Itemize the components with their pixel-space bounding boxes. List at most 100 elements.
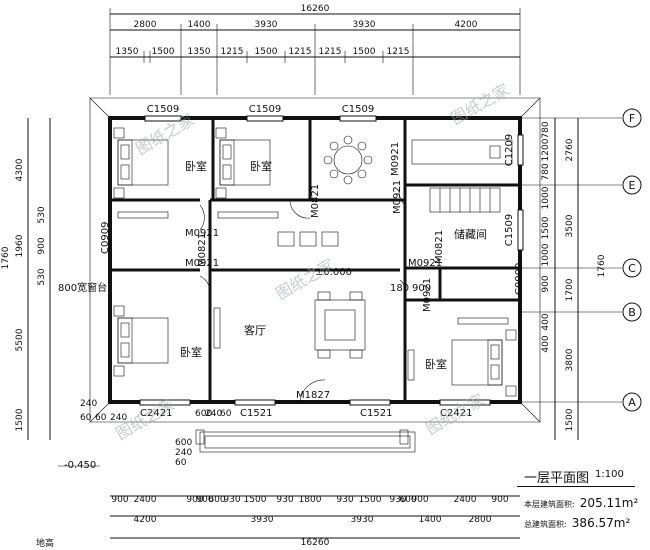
small-dim: 60 xyxy=(220,409,232,419)
door-labels: M0921 M0921 M0821 M0921 M0921 M0921 M082… xyxy=(185,142,445,401)
drawing-scale: 1:100 xyxy=(595,469,624,480)
door-label: M0921 xyxy=(185,228,219,239)
left-dim: 5500 xyxy=(15,328,25,351)
bottom-dim: 2400 xyxy=(134,495,157,505)
bottom-row2: 4200 3930 3930 1400 2800 16260 xyxy=(134,515,492,548)
note-180: 180 xyxy=(390,283,409,294)
watermark: 图纸之家 xyxy=(273,255,338,303)
bottom-total-dim: 16260 xyxy=(301,538,330,548)
bottom-dim: 1400 xyxy=(419,515,442,525)
top-dim: 1215 xyxy=(387,47,410,57)
room-label: 卧室 xyxy=(425,357,447,371)
small-dim: 600 xyxy=(175,438,192,448)
small-dim: 600 xyxy=(195,409,212,419)
room-label: 卧室 xyxy=(180,345,202,359)
window-label: C0909 xyxy=(514,263,525,295)
door-label: M1827 xyxy=(296,390,330,401)
top-dim: 1400 xyxy=(188,20,211,30)
window-label: C2421 xyxy=(440,408,472,419)
right-windows: C1209 C1509 xyxy=(504,134,524,251)
room-label: 卧室 xyxy=(250,159,272,173)
watermark: 图纸之家 xyxy=(448,80,513,128)
right-dim: 780 xyxy=(541,163,551,180)
right-dim: 780 xyxy=(541,121,551,138)
door-label: M0921 xyxy=(422,278,433,312)
interior-walls xyxy=(110,118,520,402)
top-dim: 2800 xyxy=(134,20,157,30)
bottom-dim: 900 xyxy=(111,495,128,505)
right-dim: 1500 xyxy=(565,408,575,431)
bottom-dim: 930 xyxy=(223,495,240,505)
axis-bubbles: F E C B A xyxy=(520,108,642,412)
bed-top-middle xyxy=(215,127,279,219)
door-label: M0921 xyxy=(408,258,442,269)
tv-cabinet xyxy=(213,307,415,381)
kitchen-counter xyxy=(411,139,513,165)
bottom-dimensions xyxy=(110,495,520,539)
floor-area-row: 本层建筑面积: 205.11m² xyxy=(524,492,638,511)
top-dim: 1500 xyxy=(152,47,175,57)
left-dim: 1960 xyxy=(15,234,25,257)
watermark: 图纸之家 xyxy=(423,390,488,438)
window-label: C1509 xyxy=(504,214,515,246)
window-label: C1509 xyxy=(249,104,281,115)
axis-label: E xyxy=(629,179,636,192)
right-dim: 2760 xyxy=(565,138,575,161)
top-dim: 3930 xyxy=(353,20,376,30)
staircase xyxy=(429,187,501,213)
right-dim: 1700 xyxy=(565,278,575,301)
title-divider xyxy=(517,486,635,487)
bottom-dim: 3930 xyxy=(351,515,374,525)
room-label: 储藏间 xyxy=(454,227,487,241)
bottom-dim: 1800 xyxy=(299,495,322,505)
right-dimensions: 780 1200 780 2760 1000 1500 1000 3500 90… xyxy=(541,118,607,440)
total-area-label: 总建筑面积: xyxy=(524,520,567,529)
floor-level: ±0.000 xyxy=(315,267,352,278)
left-dim: 4300 xyxy=(15,158,25,181)
right-dim: 3500 xyxy=(565,214,575,237)
total-area-row: 总建筑面积: 386.57m² xyxy=(524,512,630,531)
small-dim: 60 xyxy=(80,413,92,423)
bottom-dim: 900 xyxy=(186,495,203,505)
low-level: -0.450 xyxy=(64,460,96,471)
top-dim: 1215 xyxy=(221,47,244,57)
left-dim: 900 xyxy=(37,237,47,254)
bottom-dim: 3930 xyxy=(251,515,274,525)
right-dim: 400 xyxy=(541,313,551,330)
top-total-dim: 16260 xyxy=(301,4,330,14)
bottom-dim: 900 xyxy=(196,495,213,505)
floor-area-value: 205.11m² xyxy=(579,496,639,510)
right-dim: 1760 xyxy=(597,254,607,277)
drawing-title: 一层平面图 xyxy=(524,471,590,486)
dining-table xyxy=(323,135,373,185)
right-dim: 3800 xyxy=(565,348,575,371)
footer-note: 地高 xyxy=(36,537,54,549)
bottom-dim: 930 xyxy=(389,495,406,505)
top-dim: 1500 xyxy=(255,47,278,57)
bottom-windows: C2421 C1521 C1521 C2421 xyxy=(139,399,491,419)
door-swings xyxy=(199,185,407,403)
window-label: C1521 xyxy=(240,408,272,419)
small-dim: 240 xyxy=(80,399,97,409)
axis-label: A xyxy=(628,396,636,409)
bottom-dim: 1500 xyxy=(244,495,267,505)
bed-top-left xyxy=(113,127,169,219)
bottom-dim: 930 xyxy=(336,495,353,505)
floor-area-label: 本层建筑面积: xyxy=(524,500,575,509)
top-dim: 3930 xyxy=(255,20,278,30)
sink-note: 800宽窗台 xyxy=(58,281,107,294)
window-label: C1209 xyxy=(504,134,515,166)
room-label: 客厅 xyxy=(244,323,266,337)
left-dim: 1500 xyxy=(15,408,25,431)
axis-label: B xyxy=(628,306,636,319)
right-dim: 1000 xyxy=(541,243,551,266)
window-label: C1509 xyxy=(342,104,374,115)
living-sofa xyxy=(314,291,366,359)
left-dim: 530 xyxy=(37,268,47,285)
right-dim: 400 xyxy=(541,335,551,352)
bottom-dim: 600 xyxy=(399,495,416,505)
small-dim: 60 xyxy=(175,458,187,468)
top-windows: C1509 C1509 C1509 xyxy=(144,104,377,122)
